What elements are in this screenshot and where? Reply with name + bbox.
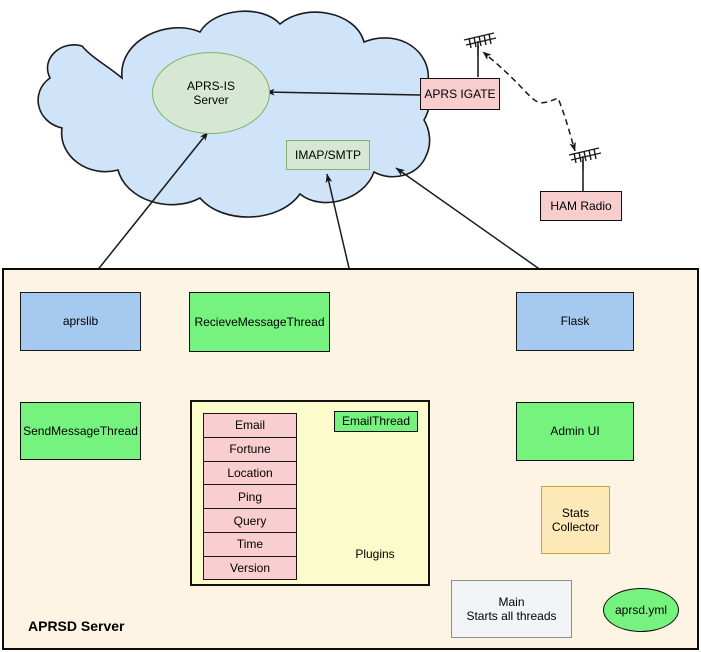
node-aprs-igate-label: APRS IGATE [424, 86, 496, 101]
node-aprs-is-server-label: APRS-IS Server [186, 78, 235, 107]
plugin-label-version: Version [229, 560, 271, 575]
plugin-label-location: Location [227, 465, 273, 480]
node-ham-radio[interactable]: HAM Radio [540, 191, 622, 221]
node-aprsd-yml-label: aprsd.yml [614, 602, 667, 617]
node-send-message-thread-label: SendMessageThread [23, 423, 138, 438]
node-flask[interactable]: Flask [516, 292, 634, 351]
plugin-label-fortune: Fortune [229, 442, 271, 457]
plugin-list: Email Fortune Location Ping Query Time V… [203, 413, 297, 580]
node-aprsd-yml[interactable]: aprsd.yml [603, 588, 679, 632]
node-admin-ui[interactable]: Admin UI [516, 402, 634, 461]
plugin-row-version[interactable]: Version [203, 555, 297, 580]
node-stats-collector-label: Stats Collector [551, 505, 600, 534]
node-aprslib[interactable]: aprslib [20, 292, 141, 351]
node-stats-collector[interactable]: Stats Collector [541, 486, 610, 554]
node-aprs-is-server[interactable]: APRS-IS Server [152, 52, 270, 134]
node-recieve-message-thread[interactable]: RecieveMessageThread [189, 292, 330, 352]
plugin-row-query[interactable]: Query [203, 508, 297, 532]
node-admin-ui-label: Admin UI [550, 424, 600, 439]
node-recieve-message-thread-label: RecieveMessageThread [194, 314, 325, 329]
node-send-message-thread[interactable]: SendMessageThread [20, 402, 141, 460]
node-main[interactable]: Main Starts all threads [451, 580, 572, 638]
aprsd-server-panel-label: APRSD Server [28, 618, 125, 634]
node-imap-smtp-label: IMAP/SMTP [294, 147, 361, 162]
node-email-thread-label: EmailThread [341, 414, 411, 429]
node-flask-label: Flask [560, 314, 590, 329]
edge-rf-link [482, 51, 576, 152]
edge-aprslib-to-aprsis [74, 131, 209, 299]
edge-igate-to-aprsis [265, 88, 421, 96]
plugin-row-email[interactable]: Email [203, 413, 297, 437]
plugin-row-fortune[interactable]: Fortune [203, 436, 297, 461]
node-main-label: Main Starts all threads [466, 594, 557, 623]
node-ham-radio-label: HAM Radio [550, 198, 612, 213]
plugin-row-location[interactable]: Location [203, 460, 297, 485]
plugin-row-time[interactable]: Time [203, 531, 297, 556]
plugin-label-ping: Ping [237, 489, 263, 504]
ham-radio-antenna-icon [568, 147, 602, 192]
node-aprs-igate[interactable]: APRS IGATE [420, 78, 500, 110]
node-aprslib-label: aprslib [62, 314, 99, 329]
plugin-label-query: Query [233, 513, 267, 528]
plugin-label-email: Email [234, 418, 265, 433]
node-imap-smtp[interactable]: IMAP/SMTP [286, 140, 370, 170]
plugins-caption-label: Plugins [355, 547, 395, 561]
plugin-label-time: Time [236, 537, 264, 552]
plugin-row-ping[interactable]: Ping [203, 484, 297, 509]
node-email-thread[interactable]: EmailThread [334, 411, 418, 432]
igate-antenna-icon [463, 32, 497, 77]
